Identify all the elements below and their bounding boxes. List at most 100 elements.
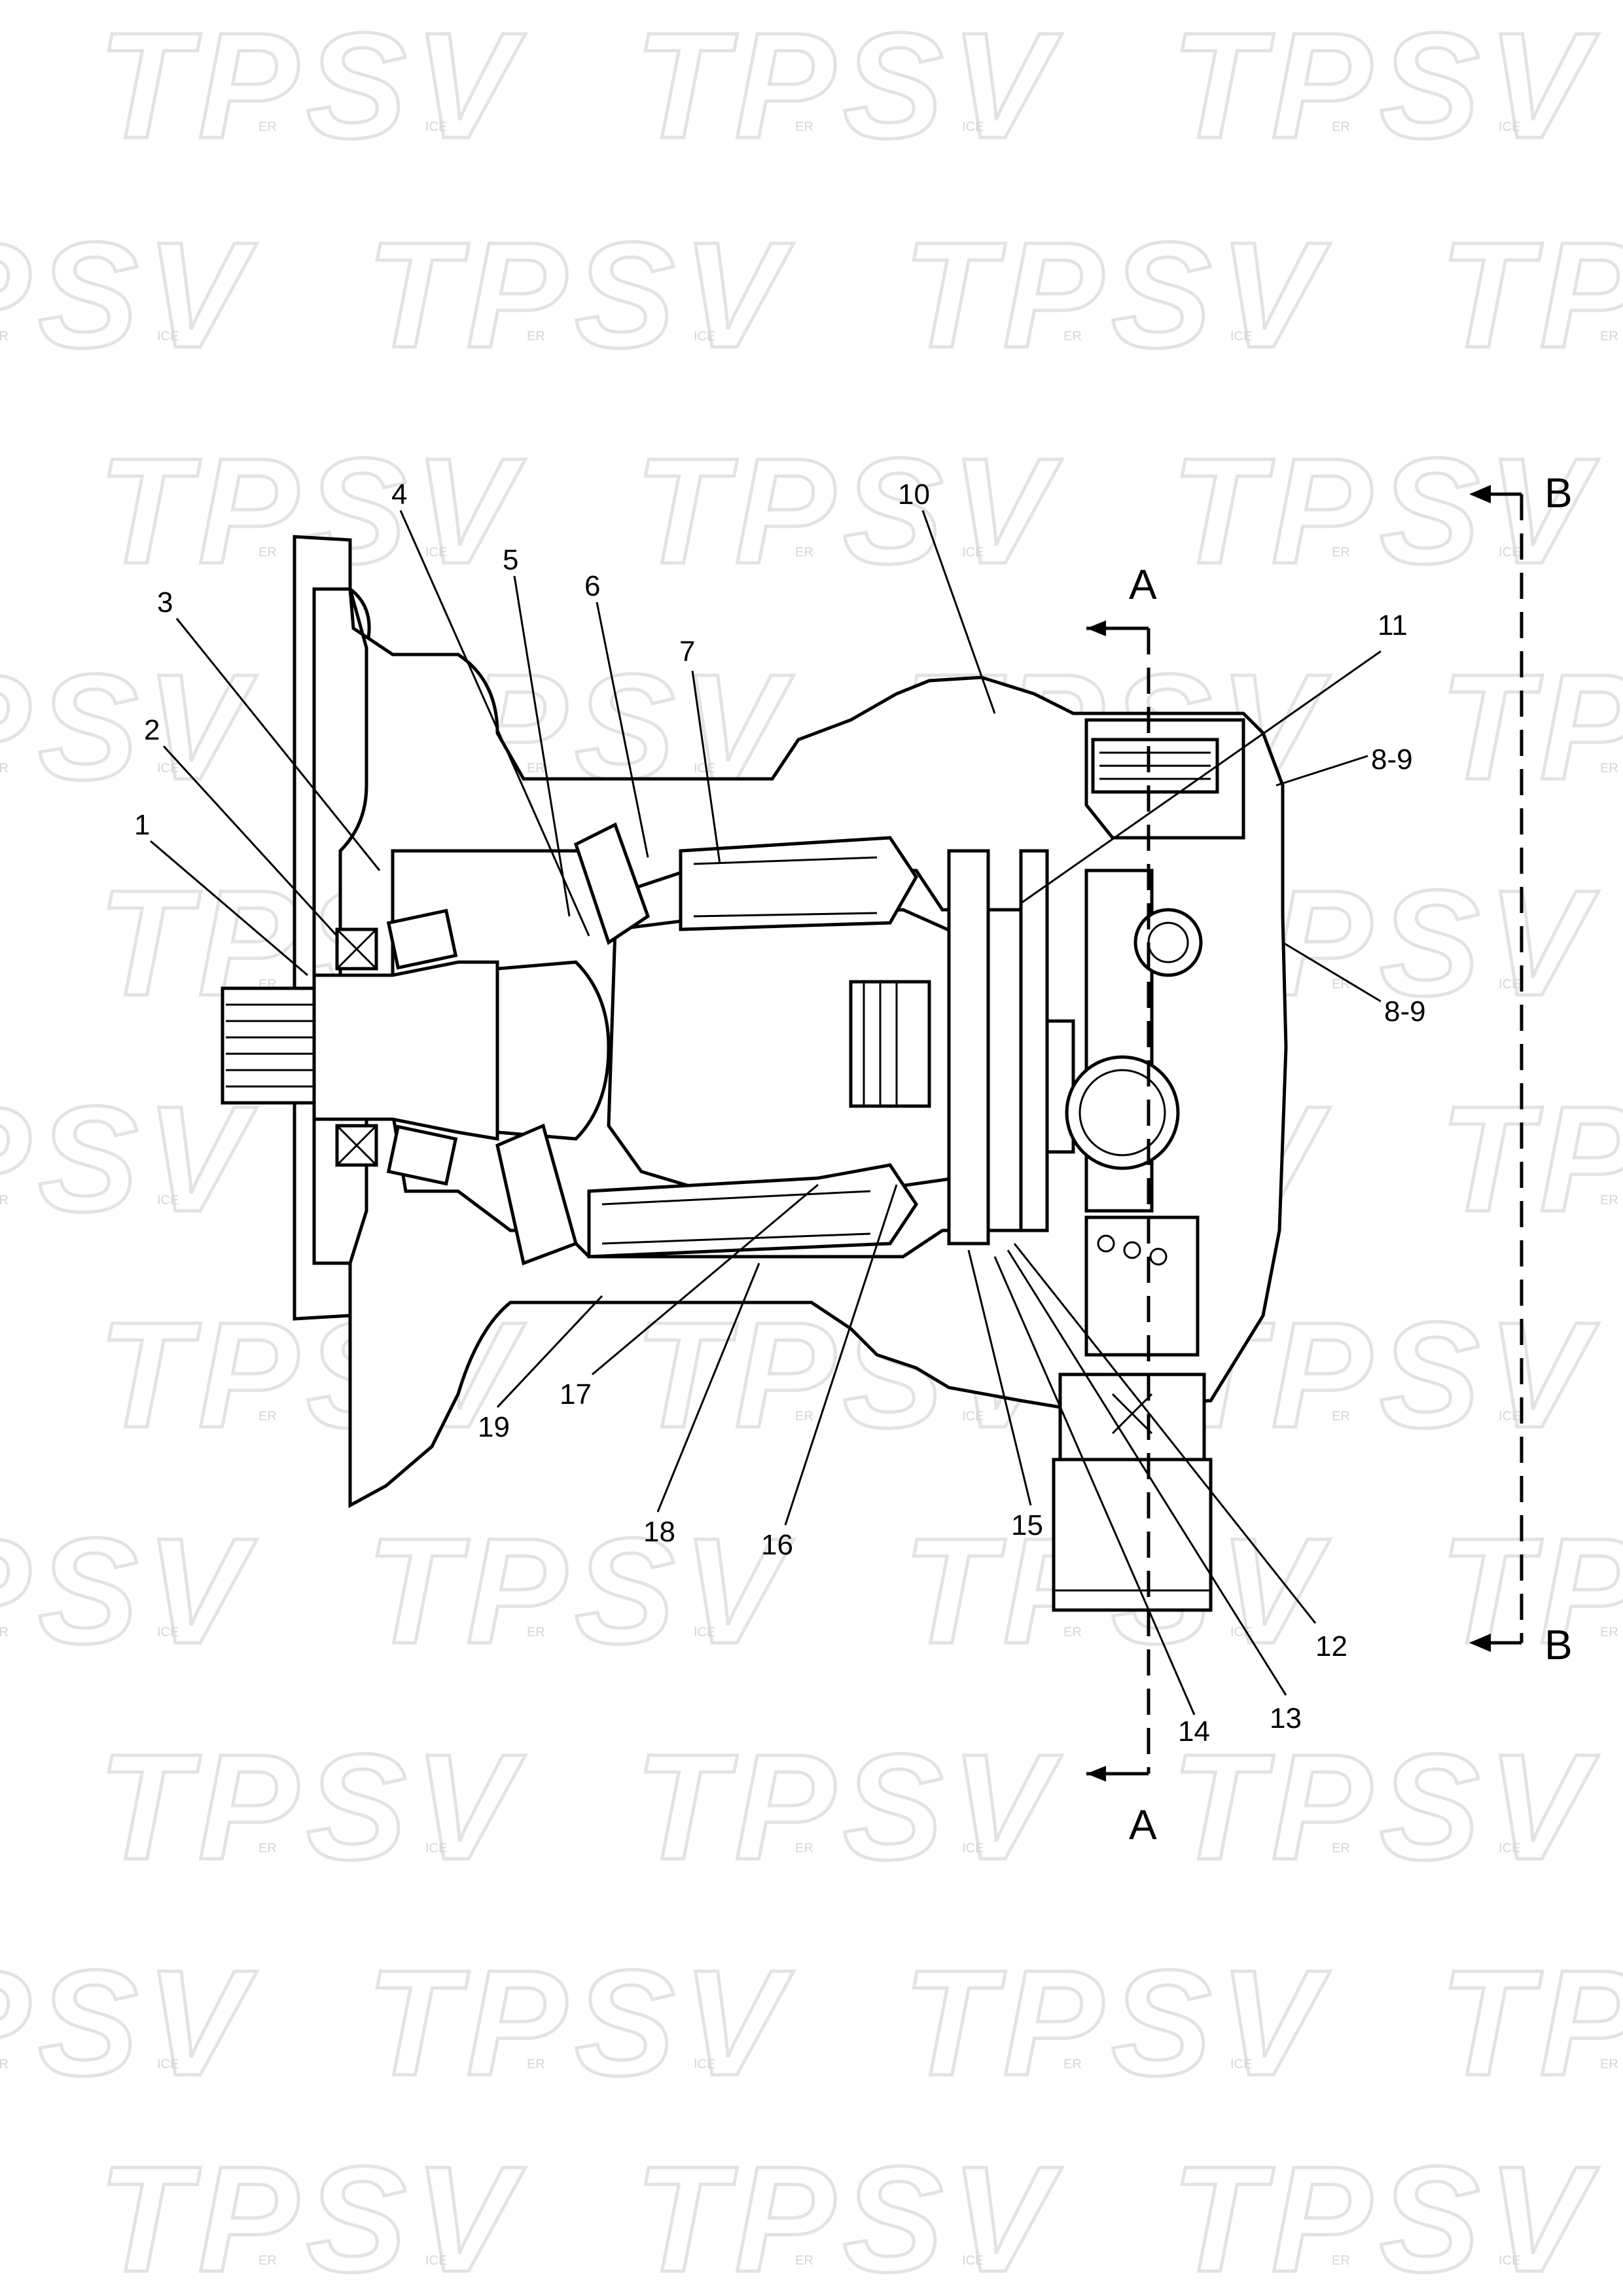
watermark-sub-left: ER	[259, 1409, 277, 1424]
watermark-sub-right: ICE	[157, 1193, 179, 1208]
watermark-sub-right: ICE	[425, 545, 447, 560]
watermark-text: TPSV	[1171, 1723, 1599, 1891]
watermark-sub-right: ICE	[1499, 120, 1520, 134]
watermark-text: TPSV	[903, 1939, 1330, 2107]
watermark-sub-right: ICE	[1499, 977, 1520, 992]
callout-1: 1	[134, 809, 150, 841]
watermark-text: TPSV	[1440, 1075, 1623, 1243]
leader-lines	[150, 510, 1382, 1715]
watermark-sub-right: ICE	[1499, 1409, 1520, 1424]
watermark-sub-left: ER	[527, 1625, 545, 1640]
watermark-text: TPSV	[366, 1939, 794, 2107]
watermark-text: TPSV	[1440, 1939, 1623, 2107]
watermark-text: TPSV	[1440, 643, 1623, 811]
callout-8-9-bottom: 8-9	[1384, 996, 1426, 1028]
watermark-sub-right: ICE	[157, 1625, 179, 1640]
watermark-text: TPSV	[0, 211, 257, 379]
section-line-a	[1086, 620, 1150, 1782]
callout-11: 11	[1378, 609, 1408, 641]
watermark-sub-left: ER	[527, 761, 545, 776]
watermark-text: TPSV	[0, 1939, 257, 2107]
watermark-text: TPSV	[366, 1507, 794, 1675]
watermark-sub-right: ICE	[1499, 2253, 1520, 2268]
watermark-sub-left: ER	[527, 329, 545, 344]
watermark-sub-left: ER	[795, 120, 813, 134]
watermark-sub-left: ER	[259, 545, 277, 560]
watermark-sub-left: ER	[795, 2253, 813, 2268]
watermark-sub-left: ER	[1332, 545, 1350, 560]
section-letters: A A B B	[1129, 469, 1573, 1848]
section-b-bottom: B	[1544, 1621, 1573, 1668]
watermark-sub-left: ER	[1332, 2253, 1350, 2268]
watermark-sub-right: ICE	[1499, 545, 1520, 560]
watermark-sub-left: ER	[0, 761, 9, 776]
watermark-sub-left: ER	[1063, 2057, 1082, 2072]
watermark-sub-right: ICE	[1230, 329, 1252, 344]
watermark-text: TPSV	[366, 211, 794, 379]
watermark-sub-right: ICE	[157, 2057, 179, 2072]
watermark-text: TPSV	[635, 2135, 1062, 2296]
callout-labels: 1 2 3 4 5 6 7 10 11 8-9 8-9 12 13 14 15 …	[134, 478, 1426, 1748]
watermark-text: TPSV	[903, 211, 1330, 379]
callout-5: 5	[503, 544, 518, 576]
watermark-sub-right: ICE	[157, 761, 179, 776]
watermark-sub-left: ER	[0, 1193, 9, 1208]
valve-plate	[849, 849, 1049, 1246]
watermark-sub-left: ER	[527, 2057, 545, 2072]
watermark-text: TPSV	[0, 1075, 257, 1243]
callout-18: 18	[643, 1516, 675, 1548]
watermark-sub-left: ER	[259, 1841, 277, 1856]
callout-8-9-top: 8-9	[1371, 744, 1413, 776]
pistons	[495, 822, 919, 1266]
callout-16: 16	[761, 1529, 793, 1561]
watermark-sub-right: ICE	[157, 329, 179, 344]
callout-7: 7	[679, 636, 695, 668]
section-a-bottom: A	[1129, 1801, 1157, 1848]
watermark-sub-left: ER	[0, 1625, 9, 1640]
watermark-sub-right: ICE	[1230, 2057, 1252, 2072]
watermark-sub-right: ICE	[962, 1841, 984, 1856]
watermark-sub-left: ER	[795, 545, 813, 560]
watermark-text: TPSV	[1171, 1, 1599, 170]
watermark-text: TPSV	[1440, 211, 1623, 379]
watermark-text: TPSV	[635, 1, 1062, 170]
watermark-sub-left: ER	[0, 329, 9, 344]
watermark-sub-left: ER	[1600, 329, 1618, 344]
section-a-top: A	[1129, 561, 1157, 608]
watermark-sub-right: ICE	[694, 761, 715, 776]
callout-3: 3	[157, 586, 173, 619]
watermark-sub-right: ICE	[962, 120, 984, 134]
callout-12: 12	[1315, 1630, 1347, 1662]
watermark-sub-left: ER	[259, 120, 277, 134]
watermark-text: TPSV	[1440, 1507, 1623, 1675]
callout-2: 2	[144, 714, 160, 746]
watermark-sub-left: ER	[1332, 1841, 1350, 1856]
watermark-sub-right: ICE	[694, 329, 715, 344]
section-b-top: B	[1544, 469, 1573, 516]
watermark-sub-left: ER	[1063, 329, 1082, 344]
watermark-text: TPSV	[98, 1723, 526, 1891]
watermark-text: TPSV	[0, 1507, 257, 1675]
watermark-text: TPSV	[635, 1723, 1062, 1891]
watermark-sub-right: ICE	[425, 120, 447, 134]
callout-17: 17	[560, 1378, 592, 1410]
watermark-sub-right: ICE	[425, 1841, 447, 1856]
